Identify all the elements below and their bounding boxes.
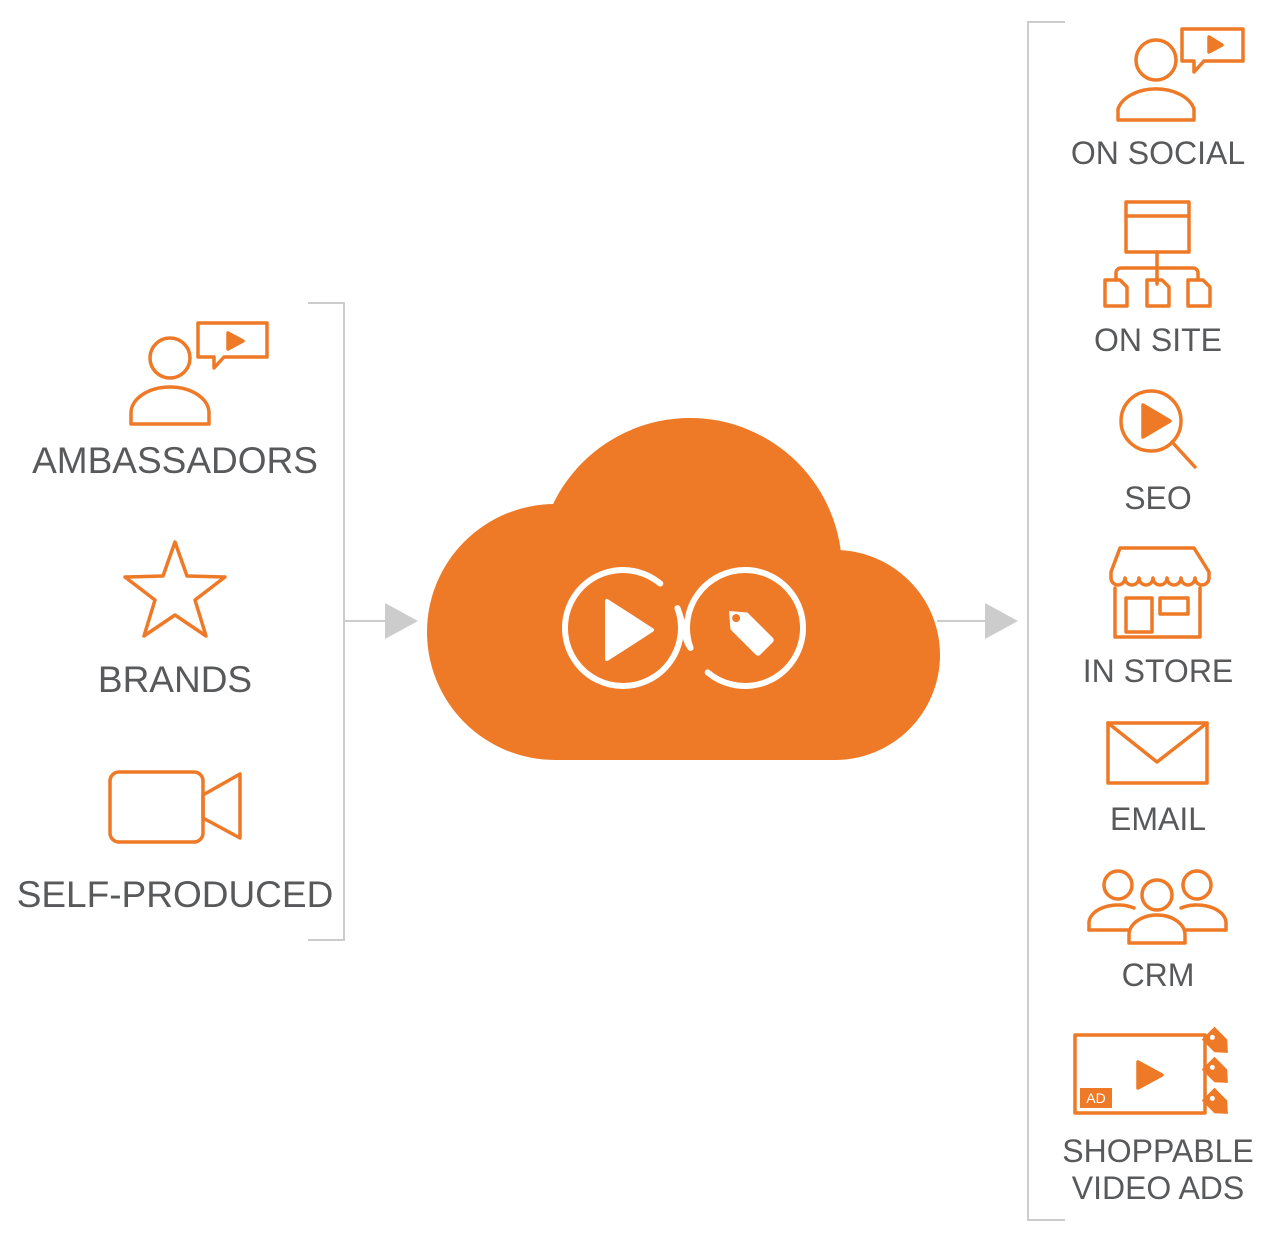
cloud-icon: [427, 418, 940, 760]
arrow-right-icon: [385, 603, 418, 639]
arrow-right-icon: [985, 603, 1018, 639]
price-tag-icon: [729, 611, 774, 656]
label-line: VIDEO ADS: [1071, 1169, 1245, 1206]
source-label-brands: BRANDS: [97, 659, 253, 700]
label-line: SHOPPABLE: [1062, 1133, 1254, 1169]
envelope-icon: [1106, 721, 1209, 785]
people-group-icon: [1087, 869, 1228, 945]
channel-label-email: EMAIL: [1109, 801, 1207, 837]
play-icon: [605, 599, 654, 661]
channel-label-on-site: ON SITE: [1093, 322, 1223, 358]
video-camera-icon: [108, 770, 242, 844]
channel-label-seo: SEO: [1124, 480, 1192, 516]
price-tags-icon: [1201, 1026, 1228, 1114]
star-icon: [123, 540, 227, 638]
channel-label-on-social: ON SOCIAL: [1070, 135, 1246, 171]
video-ad-tags-icon: [1073, 1033, 1207, 1115]
left-bracket: [308, 302, 345, 941]
sitemap-icon: [1103, 200, 1212, 308]
source-label-self-produced: SELF-PRODUCED: [16, 874, 334, 915]
source-label-ambassadors: AMBASSADORS: [32, 440, 318, 481]
person-speech-bubble-icon: [1116, 27, 1245, 122]
right-bracket: [1027, 21, 1065, 1221]
channel-label-shoppable-video-ads: SHOPPABLE VIDEO ADS: [1062, 1133, 1253, 1207]
storefront-icon: [1109, 546, 1211, 639]
search-play-icon: [1119, 389, 1197, 469]
channel-label-crm: CRM: [1121, 957, 1195, 993]
infinity-play-tag-icon: [561, 567, 807, 689]
ad-badge: AD: [1086, 1090, 1105, 1106]
person-speech-bubble-icon: [129, 321, 269, 426]
channel-label-in-store: IN STORE: [1082, 653, 1234, 689]
